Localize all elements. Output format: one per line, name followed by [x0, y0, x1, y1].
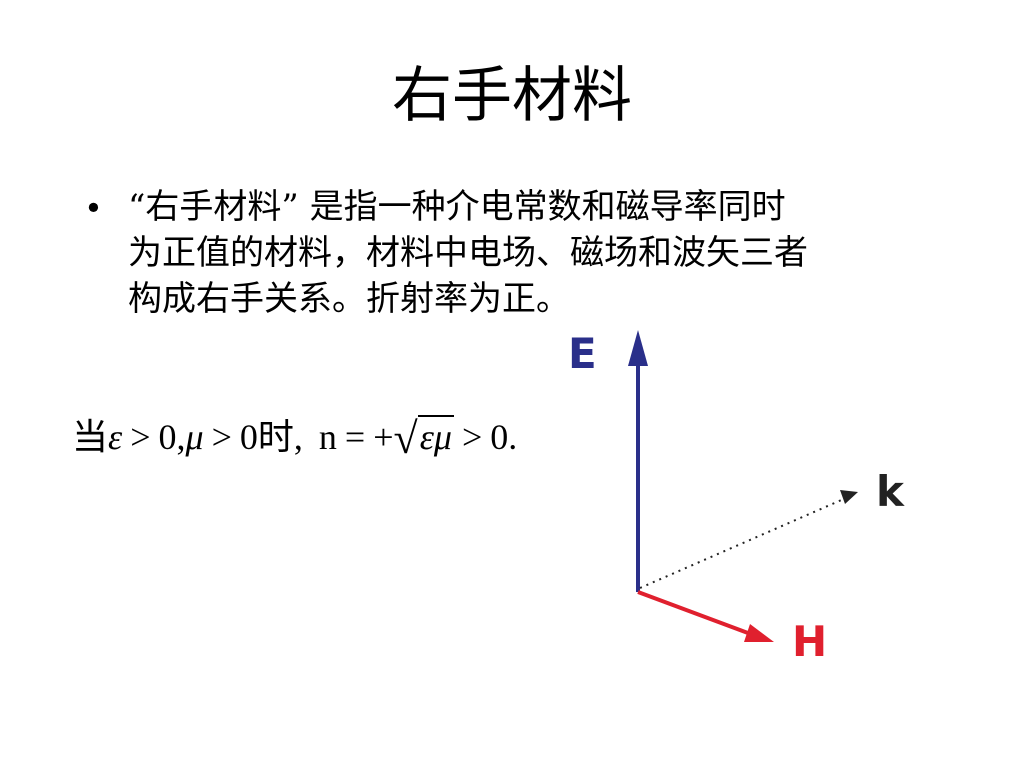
e-vector-label: E [568, 329, 597, 378]
k-vector-line [639, 497, 847, 589]
bullet-marker: • [84, 189, 103, 227]
formula-epsilon: ε [108, 417, 123, 457]
sqrt-sign: √ [393, 414, 418, 463]
field-vector-diagram [628, 330, 858, 642]
k-vector-arrowhead [840, 490, 858, 504]
h-vector-line [637, 590, 757, 638]
formula-sqrt: √ εμ [393, 414, 454, 463]
formula-shi: 时, [257, 417, 303, 457]
e-vector-arrowhead [628, 330, 648, 366]
formula-comma: , [176, 417, 186, 457]
formula-mu: μ [185, 417, 204, 457]
formula-eq: = [344, 417, 366, 457]
formula-zero2: 0 [239, 417, 258, 457]
h-vector-label: H [792, 617, 828, 666]
formula-gt3: > [461, 417, 483, 457]
bullet-line-1: “右手材料” 是指一种介电常数和磁导率同时 [128, 187, 786, 227]
bullet-line-3: 构成右手关系。折射率为正。 [128, 279, 570, 319]
formula-gt: > [130, 417, 151, 457]
formula-zero: 0 [158, 417, 177, 457]
bullet-text: “右手材料” 是指一种介电常数和磁导率同时 为正值的材料，材料中电场、磁场和波矢… [128, 184, 928, 322]
h-vector-arrowhead [744, 624, 774, 642]
refractive-index-formula: 当 ε > 0 , μ > 0 时, n = + √ εμ > 0. [72, 412, 517, 462]
formula-radicand: εμ [417, 415, 454, 457]
formula-n: n [318, 417, 337, 457]
bullet-line-2: 为正值的材料，材料中电场、磁场和波矢三者 [128, 233, 808, 273]
slide-title: 右手材料 [392, 61, 632, 131]
formula-prefix: 当 [72, 417, 109, 457]
formula-end: 0. [490, 417, 518, 457]
k-vector-label: k [876, 467, 904, 516]
formula-gt2: > [211, 417, 232, 457]
formula-plus: + [373, 417, 394, 457]
